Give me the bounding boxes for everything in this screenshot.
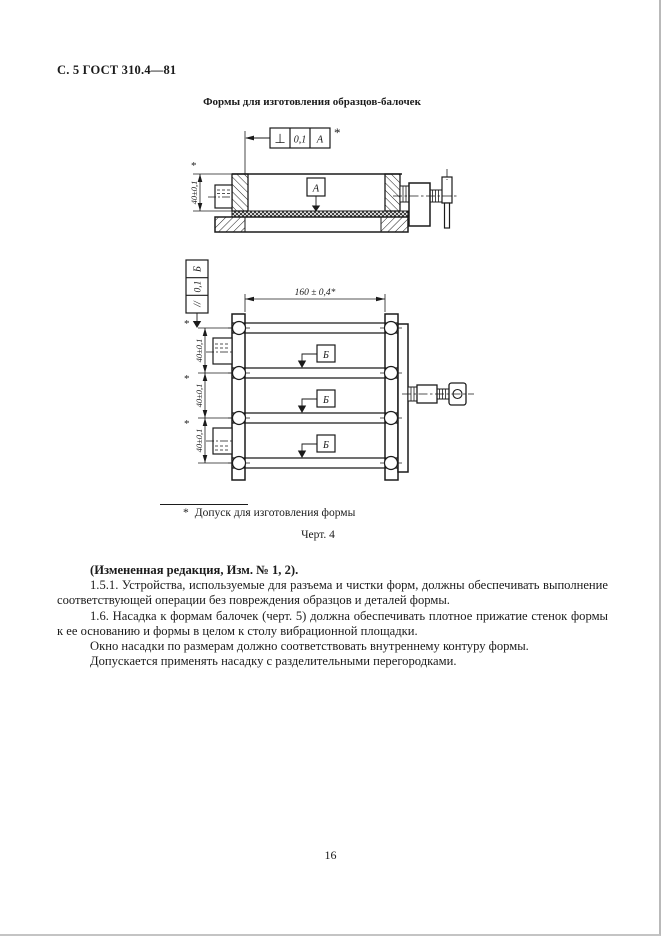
paragraph-window: Окно насадки по размерам должно соответс… [90, 639, 529, 654]
figure-footnote: * Допуск для изготовления формы [183, 507, 355, 519]
figure-caption: Черт. 4 [301, 529, 335, 541]
paragraph-1-6: 1.6. Насадка к формам балочек (черт. 5) … [57, 608, 608, 638]
perpendicularity-icon: ⊥ [274, 131, 285, 146]
amendment-note: (Измененная редакция, Изм. № 1, 2). [90, 563, 299, 577]
svg-text:Б: Б [322, 350, 329, 361]
top-mould-frame [206, 313, 409, 481]
svg-text:40±0,1: 40±0,1 [194, 429, 204, 453]
svg-text:160 ± 0,4*: 160 ± 0,4* [295, 288, 336, 298]
dim-star-2: * [184, 373, 190, 385]
side-tolerance-datum: А [316, 135, 324, 146]
side-clamp-screw [393, 169, 457, 229]
gasket-strip [231, 210, 409, 218]
side-datum-label: А [306, 177, 326, 212]
figure-title: Формы для изготовления образцов-балочек [203, 96, 421, 108]
svg-text:40±0,1: 40±0,1 [194, 339, 204, 363]
svg-text:А: А [312, 184, 320, 195]
svg-text:40±0,1: 40±0,1 [189, 181, 199, 205]
dim-star-1: * [184, 318, 190, 330]
page-header: С. 5 ГОСТ 310.4—81 [57, 63, 177, 77]
side-mould-body [208, 173, 409, 233]
top-tolerance-value: 0,1 [194, 281, 204, 293]
partition-walls [232, 322, 398, 469]
left-screw-block [208, 184, 233, 209]
body-text: (Измененная редакция, Изм. № 1, 2). 1.5.… [57, 563, 608, 669]
top-tolerance-frame: Б 0,1 // [185, 259, 209, 328]
screw-heads [228, 320, 402, 471]
top-view-drawing: Б 0,1 // [184, 259, 474, 481]
side-height-dimension: 40±0,1 * [189, 160, 232, 212]
page-number: 16 [324, 848, 337, 862]
footnote-rule [160, 504, 248, 505]
cell-width-dimensions: 40±0,1 40±0,1 40±0,1 * * * [184, 318, 232, 464]
side-dim-star: * [191, 160, 197, 172]
svg-text:Б: Б [322, 395, 329, 406]
svg-text:Б: Б [322, 440, 329, 451]
footnote-marker: * [183, 507, 189, 519]
paragraph-partitions: Допускается применять насадку с разделит… [90, 654, 457, 669]
footnote-text: Допуск для изготовления формы [194, 507, 356, 519]
parallelism-icon: // [193, 300, 204, 308]
side-view-drawing: ⊥ 0,1 А * [189, 125, 457, 233]
svg-text:40±0,1: 40±0,1 [194, 384, 204, 408]
side-tolerance-frame: ⊥ 0,1 А * [244, 125, 341, 174]
paragraph-1-5-1: 1.5.1. Устройства, используемые для разъ… [57, 578, 608, 608]
top-tolerance-datum: Б [193, 266, 204, 273]
top-clamp-screw [402, 382, 474, 406]
side-tolerance-star: * [334, 125, 341, 140]
left-screw-blocks [206, 337, 233, 455]
dim-star-3: * [184, 418, 190, 430]
side-tolerance-value: 0,1 [294, 135, 307, 146]
length-dimension: 160 ± 0,4* [244, 288, 386, 312]
top-datum-labels: Б Б Б [297, 344, 336, 458]
